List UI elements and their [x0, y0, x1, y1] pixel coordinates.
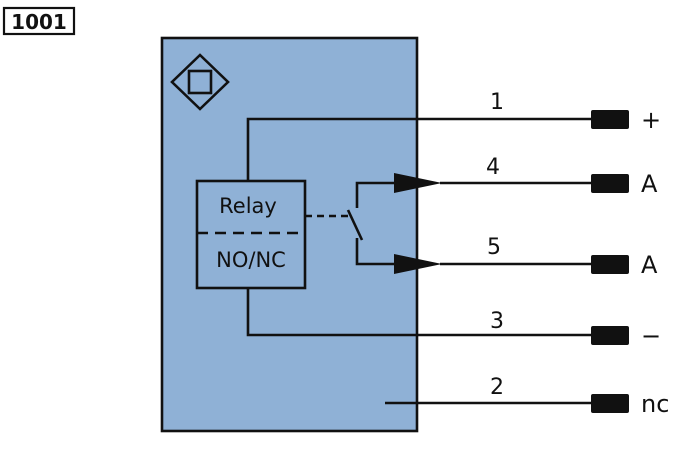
terminal-block-pin-2	[591, 394, 629, 413]
relay-label: Relay	[219, 194, 277, 218]
pin-number-5: 5	[487, 235, 501, 260]
terminal-block-pin-3	[591, 326, 629, 345]
diagram-code-frame	[2, 6, 76, 36]
pin-numbers: 1 4 5 3 2	[486, 90, 504, 400]
terminal-block-pin-1	[591, 110, 629, 129]
pin-number-4: 4	[486, 155, 500, 180]
wiring	[246, 117, 600, 405]
pin-number-3: 3	[490, 309, 504, 334]
terminal-label-minus: −	[641, 322, 661, 350]
pin-number-2: 2	[490, 375, 504, 400]
wire-pin-1	[246, 117, 600, 181]
terminal-block-pin-5	[591, 255, 629, 274]
switch-contact-lower	[355, 238, 408, 266]
wire-pin-3	[246, 288, 600, 337]
terminal-label-nc: nc	[641, 390, 669, 418]
terminal-blocks	[591, 110, 629, 413]
relay-mode-label: NO/NC	[216, 248, 286, 272]
pin-number-1: 1	[490, 90, 504, 115]
switch-contact-upper	[355, 181, 408, 208]
arrow-pin-4-icon	[394, 173, 442, 193]
diamond-square-sensor-icon	[170, 53, 230, 111]
terminal-label-plus: +	[641, 106, 661, 134]
diagram-code: 1001	[11, 10, 67, 34]
relay-frame	[195, 179, 307, 290]
relay-block: Relay NO/NC	[195, 179, 307, 290]
terminal-label-a-lower: A	[641, 251, 658, 279]
arrow-pin-5-icon	[394, 254, 442, 274]
terminal-block-pin-4	[591, 174, 629, 193]
terminal-labels: + A A − nc	[641, 106, 669, 418]
switch-blade	[346, 209, 364, 241]
diagram-code-badge: 1001	[2, 6, 76, 36]
terminal-label-a-upper: A	[641, 170, 658, 198]
